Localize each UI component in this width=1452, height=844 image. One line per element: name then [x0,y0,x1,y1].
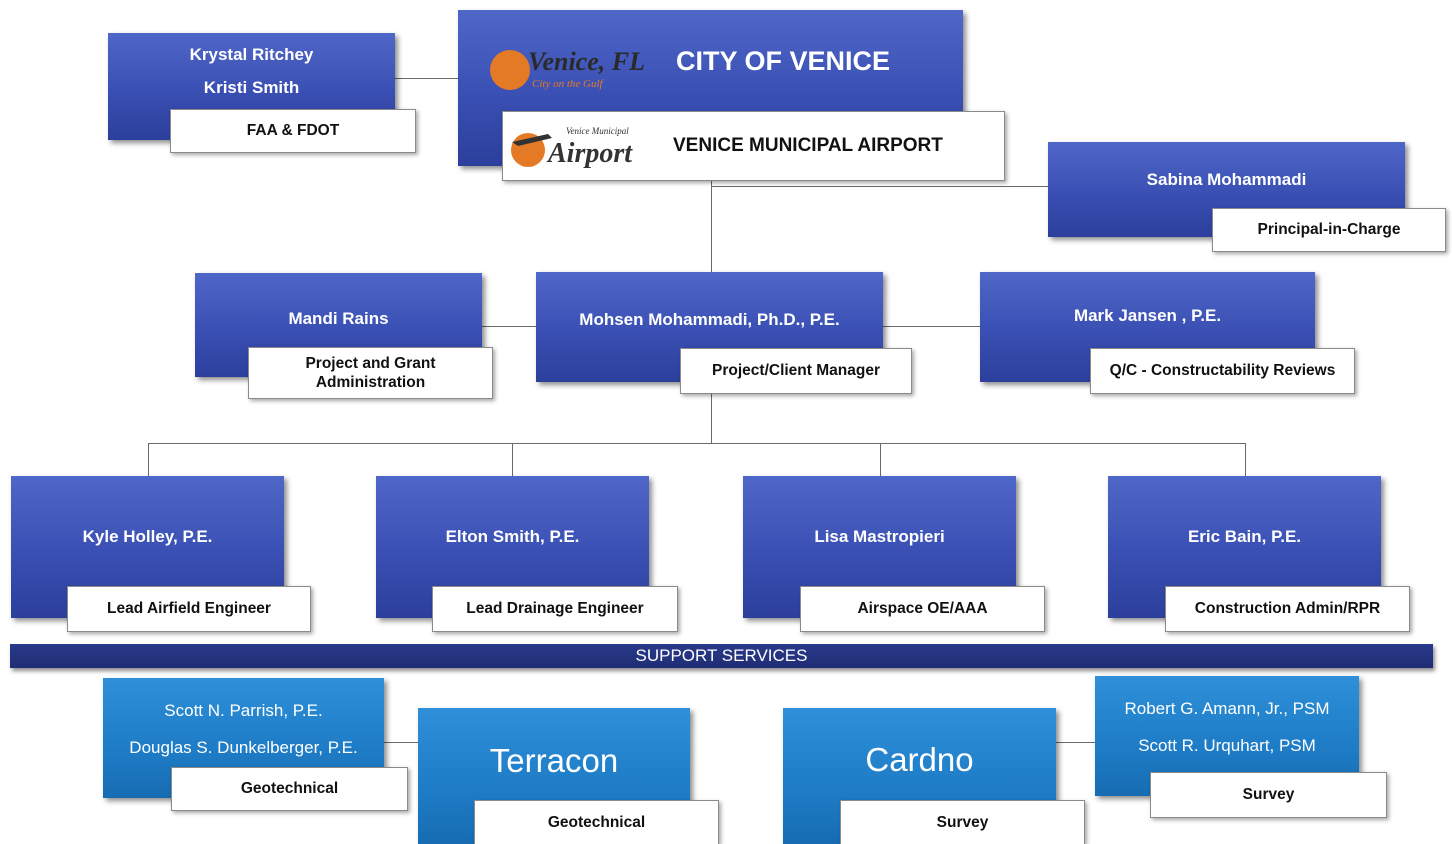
faa-name-1: Krystal Ritchey [189,45,314,64]
connector-line [395,78,459,79]
logo-airport-sub: Venice Municipal [566,126,629,136]
mark-role-tag: Q/C - Constructability Reviews [1090,348,1355,394]
connector-line [711,180,712,272]
mohsen-name: Mohsen Mohammadi, Ph.D., P.E. [579,310,840,329]
cardno-staff-name-2: Scott R. Urquhart, PSM [1138,736,1316,755]
mandi-role-line-1: Project and Grant [305,354,436,372]
principal-role-tag: Principal-in-Charge [1212,208,1446,252]
terracon-name: Terracon [489,742,619,779]
kyle-name: Kyle Holley, P.E. [82,527,213,546]
mandi-name: Mandi Rains [288,309,389,328]
principal-name: Sabina Mohammadi [1146,170,1307,189]
airport-title: VENICE MUNICIPAL AIRPORT [673,135,943,157]
eric-name: Eric Bain, P.E. [1187,527,1302,546]
kyle-role-tag: Lead Airfield Engineer [67,586,311,632]
lisa-role-tag: Airspace OE/AAA [800,586,1045,632]
city-title: CITY OF VENICE [676,46,891,76]
connector-line [882,326,981,327]
connector-line [711,394,712,444]
mohsen-role-tag: Project/Client Manager [680,348,912,394]
connector-line [148,443,149,476]
cardno-staff-role-tag: Survey [1150,772,1387,818]
mark-name: Mark Jansen , P.E. [1073,306,1222,325]
terracon-staff-name-1: Scott N. Parrish, P.E. [164,701,323,720]
faa-role-tag: FAA & FDOT [170,109,416,153]
elton-role-tag: Lead Drainage Engineer [432,586,678,632]
mandi-role-line-2: Administration [315,374,426,391]
connector-line [1245,443,1246,476]
connector-line [148,443,1246,444]
terracon-staff-name-2: Douglas S. Dunkelberger, P.E. [129,738,358,757]
cardno-role-tag: Survey [840,800,1085,844]
connector-line [482,326,537,327]
venice-logo-icon: Venice, FL City on the Gulf [490,47,645,90]
faa-name-2: Kristi Smith [203,78,300,97]
terracon-staff-role-tag: Geotechnical [171,767,408,811]
connector-line [383,742,419,743]
terracon-role-tag: Geotechnical [474,800,719,844]
connector-line [1056,742,1096,743]
lisa-name: Lisa Mastropieri [814,527,945,546]
connector-line [880,443,881,476]
cardno-name: Cardno [865,741,974,778]
connector-line [711,186,1049,187]
airport-logo-icon: Venice Municipal Airport [511,126,633,169]
airport-tag: VENICE MUNICIPAL AIRPORT [502,111,1005,181]
support-services-bar: SUPPORT SERVICES [10,644,1433,668]
mandi-role-tag: Project and Grant Administration [248,347,493,399]
logo-venice-sub: City on the Gulf [532,78,605,90]
elton-name: Elton Smith, P.E. [445,527,580,546]
connector-line [512,443,513,476]
cardno-staff-name-1: Robert G. Amann, Jr., PSM [1124,699,1330,718]
logo-venice-text: Venice, FL [528,47,645,76]
logo-airport-text: Airport [546,138,633,169]
eric-role-tag: Construction Admin/RPR [1165,586,1410,632]
